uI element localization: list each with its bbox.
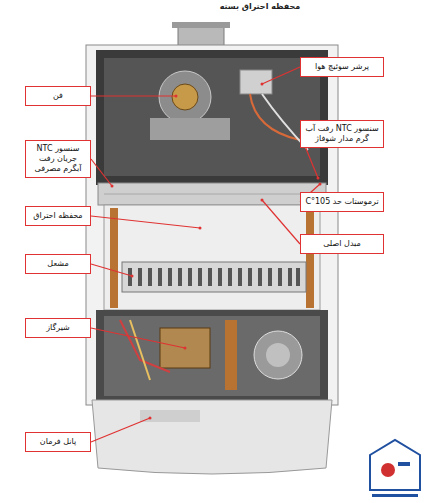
leader-dot [261, 199, 264, 202]
logo [370, 440, 420, 497]
callout-label: پرشر سوئیچ هوا [315, 62, 369, 72]
callout-label: پانل فرمان [40, 437, 76, 447]
callout-box: شیرگاز [25, 318, 91, 338]
callout-label: مبدل اصلی [323, 239, 361, 249]
leader-dot [149, 417, 152, 420]
callout-label: فن [53, 91, 63, 101]
callout-box: مشعل [25, 254, 91, 274]
leader-dot [175, 95, 178, 98]
diagram-title: محفظه احتراق بسته [190, 2, 330, 11]
callout-box: مبدل اصلی [300, 234, 384, 254]
leader-dot [199, 227, 202, 230]
callout-box: پانل فرمان [25, 432, 91, 452]
leader-line [262, 67, 300, 84]
leader-dot [131, 275, 134, 278]
callout-label: مشعل [47, 259, 68, 269]
callout-box: پرشر سوئیچ هوا [300, 57, 384, 77]
leader-dot [111, 185, 114, 188]
leader-dot [184, 347, 187, 350]
leader-dot [317, 177, 320, 180]
leader-line [91, 328, 185, 348]
callout-label: سنسور NTC رفت آب گرم مدار شوفاژ [305, 124, 379, 144]
leader-dot [319, 183, 322, 186]
callout-box: سنسور NTC رفت آب گرم مدار شوفاژ [300, 120, 384, 148]
leader-line [91, 418, 150, 442]
callout-label: شیرگاز [46, 323, 70, 333]
leader-line [91, 159, 112, 186]
callout-box: فن [25, 86, 91, 106]
leader-line [91, 95, 176, 96]
callout-box: ترموستات حد 105°C [300, 192, 384, 212]
leader-line [91, 264, 132, 276]
leader-line [91, 216, 200, 228]
leader-dot [261, 83, 264, 86]
callout-label: سنسور NTC جریان رفت آبگرم مصرفی [30, 144, 86, 174]
callout-box: سنسور NTC جریان رفت آبگرم مصرفی [25, 140, 91, 178]
callout-label: ترموستات حد 105°C [305, 197, 378, 207]
callout-label: محفظه احتراق [33, 211, 82, 221]
callout-box: محفظه احتراق [25, 206, 91, 226]
leader-line [262, 200, 300, 244]
